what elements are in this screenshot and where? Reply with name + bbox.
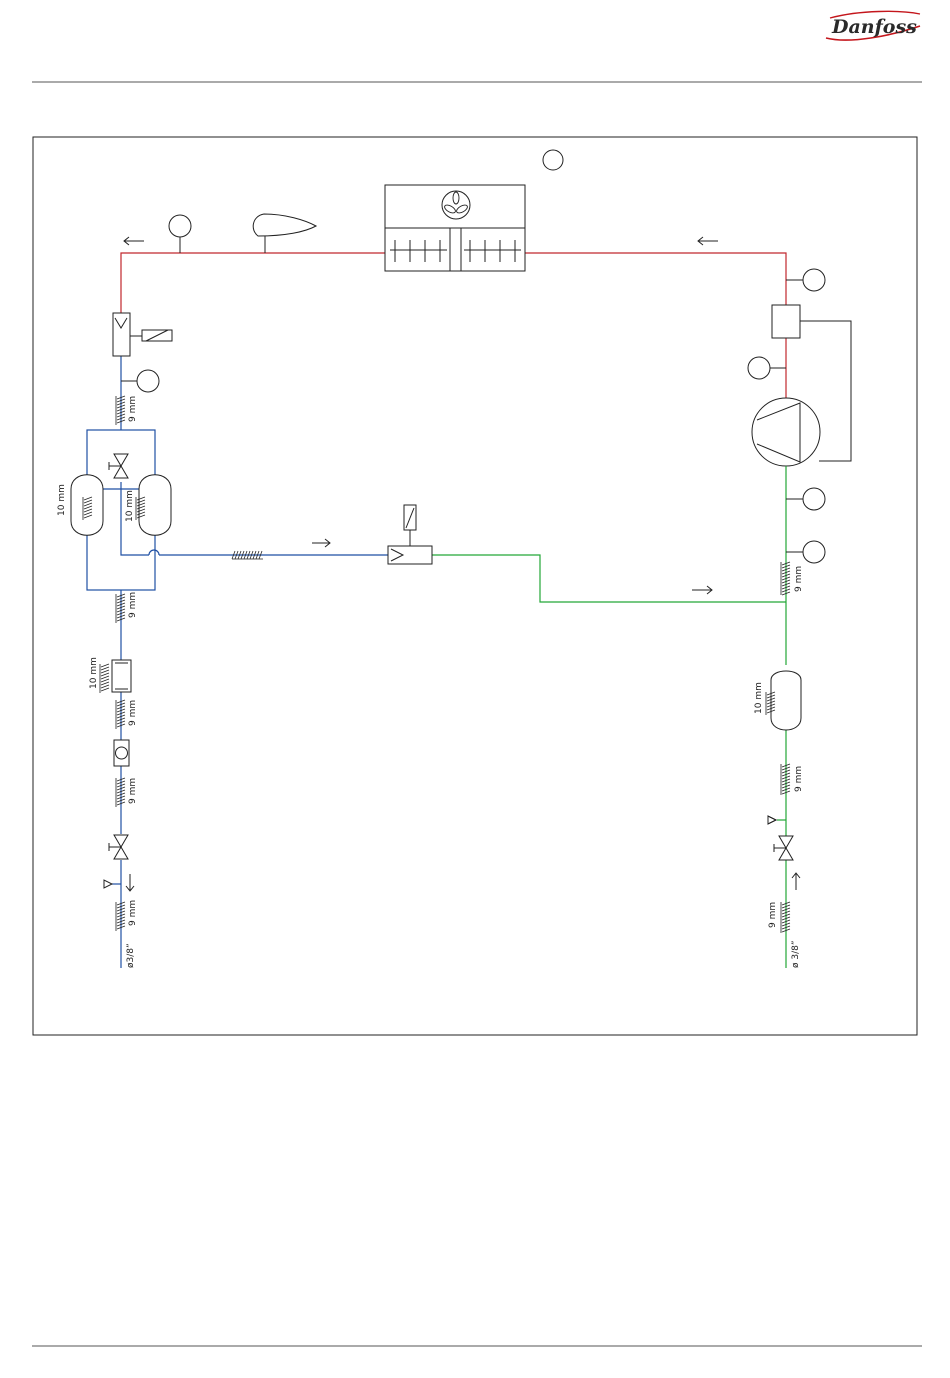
tube-label-9mm: 9 mm (128, 778, 138, 804)
pressure-gauge-right-upper (786, 269, 825, 291)
tube-label-9mm: 9 mm (794, 766, 804, 792)
suction-accumulator (771, 671, 801, 730)
flow-arrow-liquid (312, 539, 330, 547)
sensor-bulb-top (253, 214, 316, 253)
tube-label-10mm: 10 mm (754, 682, 764, 714)
tube-label-9mm: 9 mm (128, 700, 138, 726)
discharge-line (121, 253, 786, 398)
flow-arrow-top-left (124, 237, 144, 245)
tube-label-10mm: 10 mm (89, 657, 99, 689)
solenoid-valve-left (113, 313, 172, 356)
liquid-access-port (104, 880, 112, 888)
suction-access-port (768, 816, 776, 824)
pipe-size-right: ø 3/8” (791, 940, 801, 968)
tube-label-9mm: 9 mm (794, 566, 804, 592)
filter-drier (112, 660, 131, 692)
expansion-valve (388, 505, 432, 564)
flow-arrow-suction (692, 586, 712, 594)
tube-label-9mm: 9 mm (128, 396, 138, 422)
pressure-gauge-top-left (169, 215, 191, 253)
flow-arrow-suction-inlet (792, 873, 800, 890)
tube-label-9mm: 9 mm (768, 902, 778, 928)
pressure-gauge-liquid (121, 370, 159, 392)
pipe-size-left: ø3/8” (126, 943, 136, 968)
flow-arrow-top-right (698, 237, 718, 245)
suction-line (432, 466, 786, 968)
sight-glass (114, 740, 129, 766)
fan-icon (442, 191, 470, 219)
tube-label-10mm: 10 mm (57, 484, 67, 516)
suction-service-valve (774, 836, 793, 860)
liquid-line (87, 356, 388, 968)
insulation-hatches (83, 396, 790, 933)
liquid-receiver-right (139, 475, 171, 536)
oil-separator (772, 305, 800, 338)
pressure-gauge-suction-1 (786, 488, 825, 510)
flow-arrow-liquid-outlet (126, 874, 134, 891)
liquid-service-valve (109, 835, 128, 859)
compressor (752, 398, 820, 466)
diagram-frame (33, 137, 917, 1035)
tube-label-10mm: 10 mm (125, 490, 135, 522)
pressure-gauge-suction-2 (786, 541, 825, 563)
tube-label-9mm: 9 mm (128, 900, 138, 926)
tube-label-9mm: 9 mm (128, 592, 138, 618)
bypass-valve (109, 454, 128, 478)
indicator-circle-top (543, 150, 563, 170)
pressure-gauge-right-mid (748, 357, 786, 379)
